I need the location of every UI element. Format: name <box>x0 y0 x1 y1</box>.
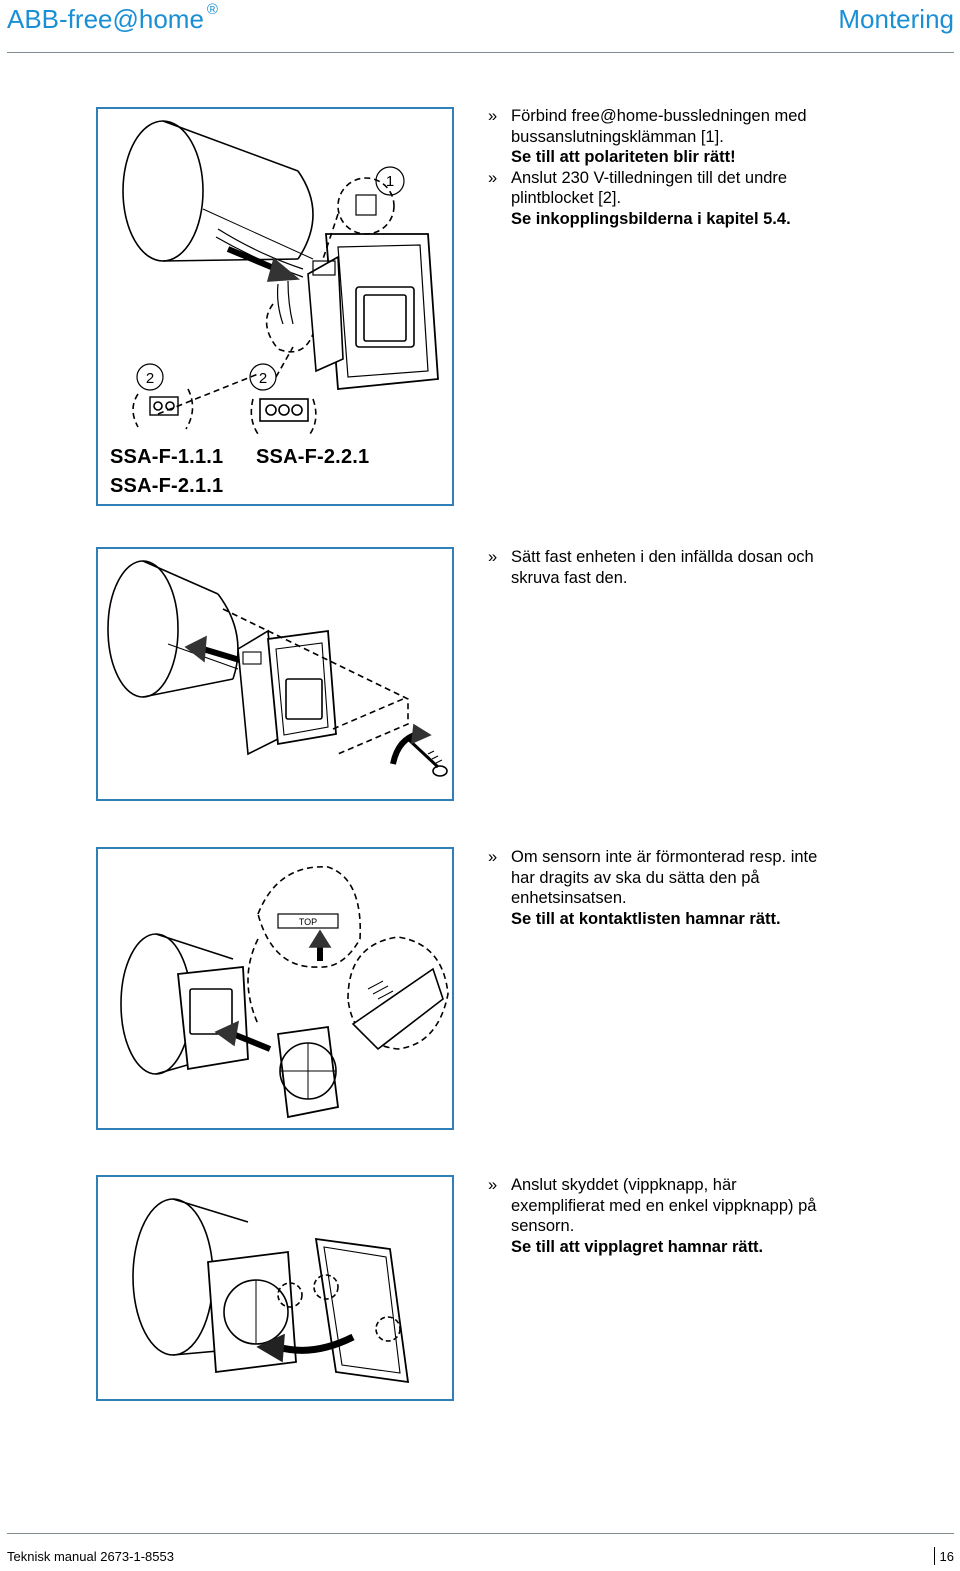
figure-mount-device <box>96 547 454 801</box>
section-title: Montering <box>838 4 954 34</box>
brand-title: ABB-free@home® <box>7 1 218 35</box>
step-2-line-1: »Sätt fast enheten i den infällda dosan … <box>488 548 814 566</box>
step-1-line-3: Se till att polariteten blir rätt! <box>511 148 736 166</box>
top-label: TOP <box>299 917 317 927</box>
model-label-left-1: SSA-F-1.1.1 <box>110 446 224 468</box>
registered-mark: ® <box>206 1 218 19</box>
step-4-line-1: »Anslut skyddet (vippknapp, här <box>488 1176 737 1194</box>
header-divider <box>7 52 954 53</box>
step-1-text: »Förbind free@home-bussledningen med bus… <box>488 106 928 229</box>
bus-connection-illustration: 1 2 2 <box>122 120 439 435</box>
figure-attach-rocker <box>96 1175 454 1401</box>
callout-1-label: 1 <box>386 173 394 190</box>
step-4-line-3: sensorn. <box>511 1217 575 1235</box>
step-2-text: »Sätt fast enheten i den infällda dosan … <box>488 547 928 588</box>
step-3-line-2: har dragits av ska du sätta den på <box>511 868 760 887</box>
attach-rocker-illustration <box>132 1198 410 1384</box>
step-2-line-2: skruva fast den. <box>511 568 628 587</box>
step-1-line-5: plintblocket [2]. <box>511 189 622 207</box>
model-label-right: SSA-F-2.2.1 <box>256 446 370 468</box>
page-number: 16 <box>939 1549 954 1564</box>
brand-name: ABB-free@home <box>7 4 204 34</box>
step-3-line-4: Se till at kontaktlisten hamnar rätt. <box>511 909 781 928</box>
model-label-left-2: SSA-F-2.1.1 <box>110 475 224 497</box>
step-1-line-4: »Anslut 230 V-tilledningen till det undr… <box>488 168 788 187</box>
callout-2a-label: 2 <box>146 370 154 387</box>
step-3-text: »Om sensorn inte är förmonterad resp. in… <box>488 847 928 929</box>
figure-bus-connection: 1 2 2 SSA-F-1.1.1 SSA-F-2.1.1 SSA-F-2.2.… <box>96 107 454 506</box>
step-3-line-1: »Om sensorn inte är förmonterad resp. in… <box>488 848 818 866</box>
step-4-line-4: Se till att vipplagret hamnar rätt. <box>511 1237 764 1256</box>
attach-sensor-illustration: TOP <box>120 866 449 1119</box>
footer-divider <box>7 1533 954 1534</box>
step-1-line-2: bussanslutningsklämman [1]. <box>511 127 724 146</box>
step-4-line-2: exemplifierat med en enkel vippknapp) på <box>511 1196 817 1215</box>
footer-separator <box>934 1547 935 1565</box>
manual-reference: Teknisk manual 2673-1-8553 <box>7 1549 174 1564</box>
step-4-text: »Anslut skyddet (vippknapp, här exemplif… <box>488 1175 928 1257</box>
callout-2b-label: 2 <box>259 370 267 387</box>
step-1-line-1: »Förbind free@home-bussledningen med <box>488 107 807 125</box>
step-1-line-6: Se inkopplingsbilderna i kapitel 5.4. <box>511 209 791 228</box>
mount-device-illustration <box>107 560 448 777</box>
figure-attach-sensor: TOP <box>96 847 454 1130</box>
step-3-line-3: enhetsinsatsen. <box>511 889 627 907</box>
